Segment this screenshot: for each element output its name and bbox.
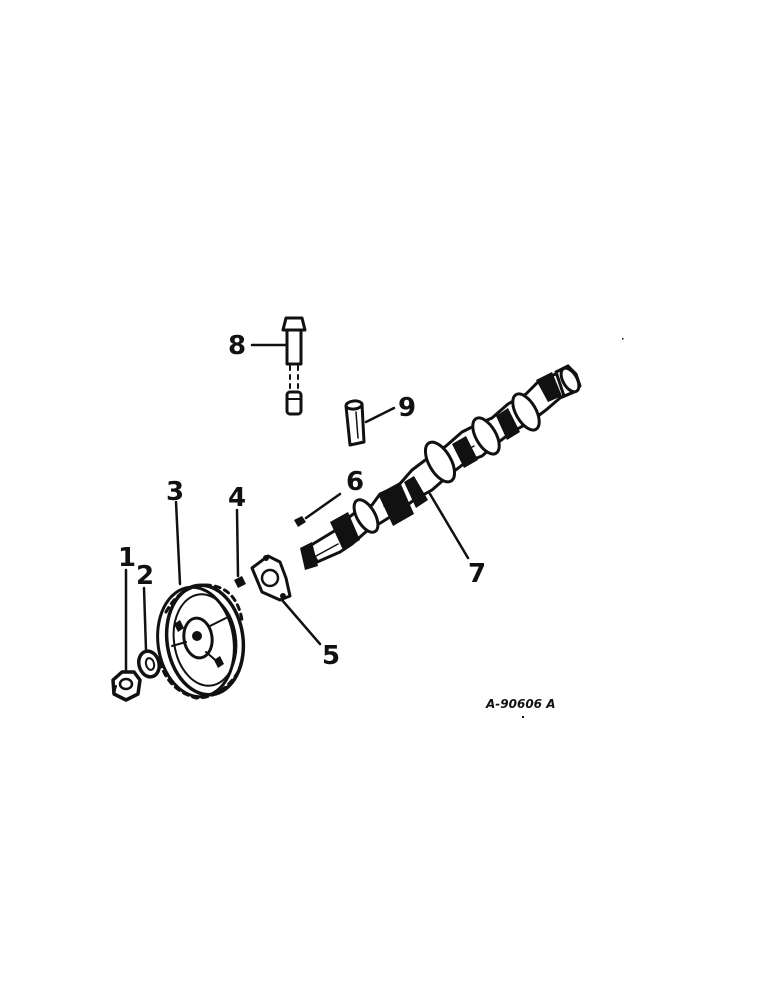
part-3-gear <box>156 583 246 700</box>
callout-2: 2 <box>136 561 154 591</box>
part-1-nut <box>111 670 142 702</box>
leader-lines <box>124 343 470 672</box>
part-6-key <box>294 516 306 527</box>
reference-tick <box>522 716 524 718</box>
callout-9: 9 <box>398 393 416 423</box>
callout-7: 7 <box>468 559 486 589</box>
part-5-thrust-plate <box>250 554 292 602</box>
reference-code: A-90606 A <box>485 697 555 711</box>
callout-1: 1 <box>118 543 136 573</box>
part-7-camshaft <box>300 364 582 570</box>
callout-4: 4 <box>228 483 246 513</box>
corner-dot <box>622 338 624 340</box>
callout-labels: 1 2 3 4 5 6 7 8 9 <box>118 331 486 671</box>
callout-3: 3 <box>166 477 184 507</box>
part-8-bolt <box>281 316 307 416</box>
part-2-washer <box>137 649 161 679</box>
callout-5: 5 <box>322 641 340 671</box>
part-9-sleeve <box>344 399 366 447</box>
callout-6: 6 <box>346 467 364 497</box>
callout-8: 8 <box>228 331 246 361</box>
part-4-pin <box>234 576 246 588</box>
